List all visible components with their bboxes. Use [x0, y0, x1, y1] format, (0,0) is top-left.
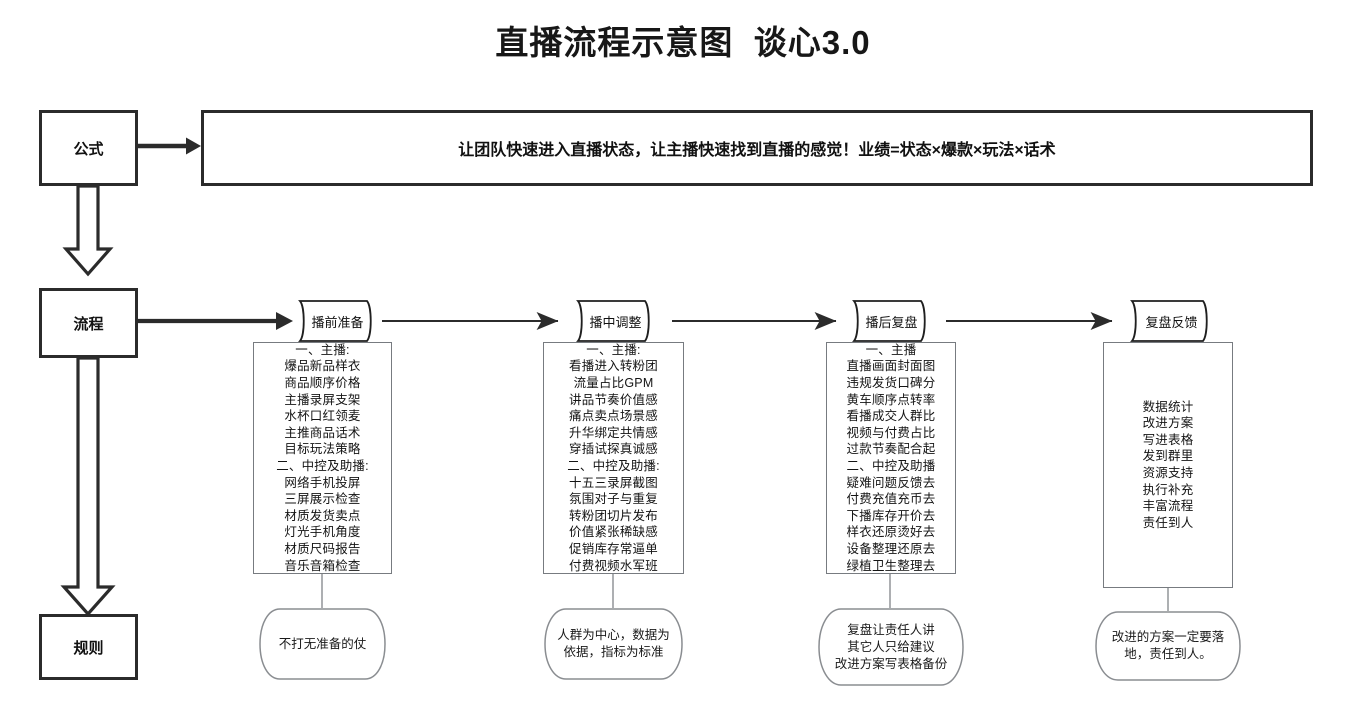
node-process[interactable]: 流程	[39, 288, 138, 358]
stage-content-pre-broadcast: 一、主播: 爆品新品样衣 商品顺序价格 主播录屏支架 水杯口红领麦 主推商品话术…	[253, 342, 392, 574]
list-item: 付费视频水军班	[569, 558, 658, 573]
list-item: 三屏展示检查	[284, 492, 361, 507]
formula-banner-text: 让团队快速进入直播状态，让主播快速找到直播的感觉！业绩=状态×爆款×玩法×话术	[458, 142, 1056, 159]
list-item: 材质尺码报告	[284, 541, 361, 556]
tape-shape	[1130, 300, 1208, 342]
list-item: 灯光手机角度	[284, 525, 361, 540]
list-item: 付费充值充币去	[846, 492, 936, 507]
list-item: 疑难问题反馈去	[846, 475, 936, 490]
list-item: 商品顺序价格	[284, 376, 361, 391]
list-item: 丰富流程	[1142, 499, 1194, 514]
list-item: 十五三录屏截图	[569, 475, 658, 490]
list-item: 改进方案	[1142, 416, 1194, 431]
connector-formula-to-banner	[138, 137, 201, 155]
list-item: 看播进入转粉团	[569, 359, 658, 374]
list-item: 穿插试探真诚感	[569, 442, 658, 457]
list-item: 二、中控及助播	[846, 459, 936, 473]
list-item: 下播库存开价去	[846, 508, 936, 523]
list-item: 直播画面封面图	[846, 359, 936, 374]
list-item: 转粉团切片发布	[569, 508, 658, 523]
formula-banner: 让团队快速进入直播状态，让主播快速找到直播的感觉！业绩=状态×爆款×玩法×话术	[201, 110, 1313, 186]
list-item: 绿植卫生整理去	[846, 558, 936, 573]
stage-header-review-feedback[interactable]: 复盘反馈	[1125, 298, 1218, 344]
node-formula[interactable]: 公式	[39, 110, 138, 186]
list-item: 氛围对子与重复	[569, 492, 658, 507]
tape-shape	[576, 300, 650, 342]
block-arrow-process-to-rules	[60, 356, 116, 617]
stage-content-in-broadcast: 一、主播: 看播进入转粉团 流量占比GPM 讲品节奏价值感 痛点卖点场景感 升华…	[543, 342, 684, 574]
capsule-shape	[259, 608, 386, 680]
list-item: 网络手机投屏	[284, 475, 361, 490]
list-item: 二、中控及助播:	[276, 459, 369, 473]
list-item: 促销库存常逼单	[569, 541, 658, 556]
list-item: 过款节奏配合起	[846, 442, 936, 457]
capsule-shape	[818, 608, 964, 686]
list-item: 看播成交人群比	[846, 409, 936, 424]
node-formula-label: 公式	[73, 140, 104, 158]
capsule-shape	[544, 608, 683, 680]
list-item: 资源支持	[1142, 466, 1194, 480]
connector-process-to-stage1	[138, 312, 293, 330]
list-item: 设备整理还原去	[846, 541, 936, 556]
list-item: 材质发货卖点	[284, 508, 361, 523]
rule-capsule-in-broadcast: 人群为中心，数据为 依据，指标为标准	[543, 608, 684, 680]
list-item: 一、主播	[865, 342, 917, 357]
stage-header-in-broadcast[interactable]: 播中调整	[571, 298, 660, 344]
list-item: 痛点卖点场景感	[569, 409, 658, 424]
list-item: 责任到人	[1142, 515, 1194, 530]
stage-header-post-broadcast[interactable]: 播后复盘	[847, 298, 936, 344]
list-item: 一、主播:	[295, 342, 350, 357]
node-rules[interactable]: 规则	[39, 614, 138, 680]
list-item: 执行补充	[1142, 482, 1194, 497]
rule-capsule-post-broadcast: 复盘让责任人讲 其它人只给建议 改进方案写表格备份	[817, 608, 965, 686]
list-item: 爆品新品样衣	[284, 359, 361, 374]
tape-shape	[298, 300, 372, 342]
list-item: 数据统计	[1142, 399, 1194, 414]
rule-capsule-review-feedback: 改进的方案一定要落 地，责任到人。	[1094, 611, 1242, 681]
list-item: 水杯口红领麦	[284, 409, 361, 424]
list-item: 发到群里	[1142, 449, 1194, 464]
tape-shape	[852, 300, 926, 342]
list-item: 一、主播:	[586, 342, 641, 357]
list-item: 目标玩法策略	[284, 442, 361, 457]
list-item: 写进表格	[1142, 432, 1194, 447]
list-item: 升华绑定共情感	[569, 425, 658, 440]
stage-content-review-feedback: 数据统计 改进方案 写进表格 发到群里 资源支持 执行补充 丰富流程 责任到人	[1103, 342, 1233, 588]
list-item: 音乐音箱检查	[284, 558, 361, 573]
capsule-shape	[1095, 611, 1241, 681]
list-item: 黄车顺序点转率	[846, 392, 936, 407]
list-item: 违规发货口碑分	[846, 376, 936, 391]
list-item: 视频与付费占比	[846, 425, 936, 440]
list-item: 主播录屏支架	[284, 392, 361, 407]
stage-content-post-broadcast: 一、主播 直播画面封面图 违规发货口碑分 黄车顺序点转率 看播成交人群比 视频与…	[826, 342, 956, 574]
list-item: 样衣还原烫好去	[846, 525, 936, 540]
rule-capsule-pre-broadcast: 不打无准备的仗	[258, 608, 387, 680]
node-rules-label: 规则	[73, 639, 104, 657]
stage-header-pre-broadcast[interactable]: 播前准备	[293, 298, 382, 344]
block-arrow-formula-to-process	[62, 184, 114, 277]
node-process-label: 流程	[73, 315, 104, 333]
list-item: 二、中控及助播:	[567, 459, 660, 473]
page-title: 直播流程示意图 谈心3.0	[495, 24, 871, 61]
list-item: 主推商品话术	[284, 425, 361, 440]
list-item: 讲品节奏价值感	[569, 392, 658, 407]
list-item: 价值紧张稀缺感	[569, 525, 658, 540]
list-item: 流量占比GPM	[573, 376, 654, 391]
